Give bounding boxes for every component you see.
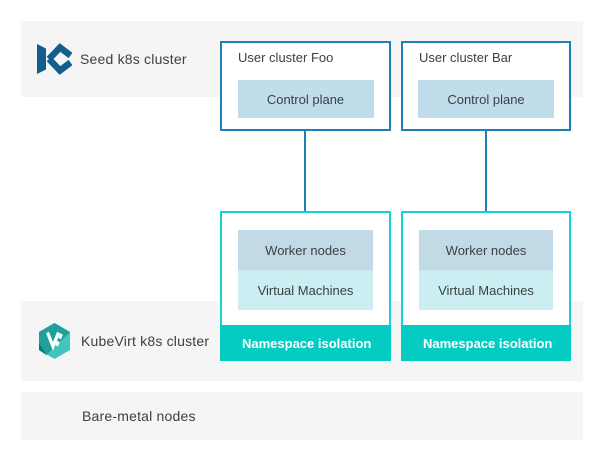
- worker-nodes-bar: Worker nodes: [419, 230, 553, 270]
- kubevirt-logo-icon: [39, 323, 70, 359]
- user-cluster-bar-title: User cluster Bar: [419, 50, 513, 65]
- baremetal-label: Bare-metal nodes: [82, 408, 196, 424]
- tenant-foo-box: Worker nodes Virtual Machines Namespace …: [220, 211, 391, 361]
- connector-bar: [485, 131, 487, 212]
- kubevirt-cluster-label: KubeVirt k8s cluster: [81, 333, 210, 349]
- kubermatic-logo-icon: [37, 43, 72, 75]
- baremetal-band: Bare-metal nodes: [21, 392, 583, 440]
- namespace-isolation-foo: Namespace isolation: [220, 325, 391, 361]
- user-cluster-foo-box: User cluster Foo Control plane: [220, 41, 391, 131]
- control-plane-bar: Control plane: [418, 80, 554, 118]
- user-cluster-foo-title: User cluster Foo: [238, 50, 334, 65]
- user-cluster-bar-box: User cluster Bar Control plane: [401, 41, 571, 131]
- namespace-isolation-bar: Namespace isolation: [401, 325, 571, 361]
- worker-nodes-foo: Worker nodes: [238, 230, 373, 270]
- virtual-machines-foo: Virtual Machines: [238, 270, 373, 310]
- seed-cluster-label: Seed k8s cluster: [80, 51, 187, 67]
- virtual-machines-bar: Virtual Machines: [419, 270, 553, 310]
- control-plane-foo: Control plane: [237, 80, 374, 118]
- connector-foo: [304, 131, 306, 212]
- tenant-bar-box: Worker nodes Virtual Machines Namespace …: [401, 211, 571, 361]
